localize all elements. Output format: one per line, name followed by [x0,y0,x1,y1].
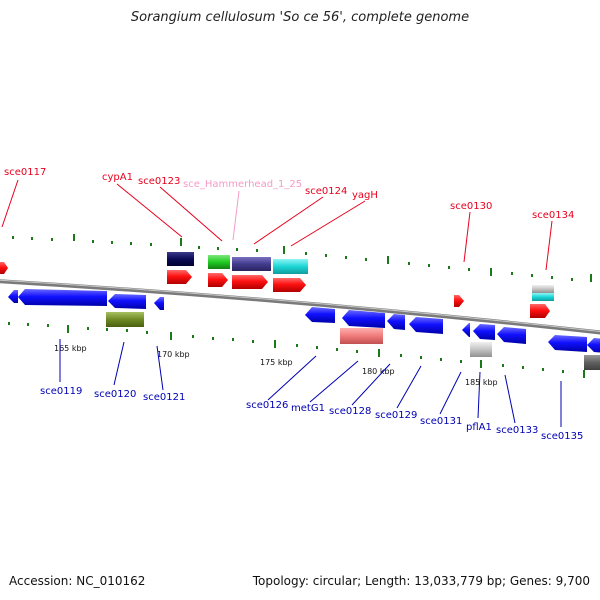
label-sce0117[interactable]: sce0117 [4,167,46,178]
feature-cypA1-cds [167,270,192,284]
ncrna-label-line [232,190,240,241]
lower-tick-row [8,322,585,378]
scale-label-175: 175 kbp [260,358,293,367]
feature-yagH [273,259,308,274]
label-sce0123[interactable]: sce0123 [138,176,180,187]
forward-label-lines [1,179,553,271]
feature-sce0130 [454,295,464,307]
reverse-label-lines [59,339,562,427]
upper-tick-row [12,234,592,282]
label-sce0131[interactable]: sce0131 [420,416,462,427]
feature-sce0133 [497,327,526,344]
feature-sce0131 [462,323,470,337]
label-sce0126[interactable]: sce0126 [246,400,288,411]
label-sce0134[interactable]: sce0134 [532,210,574,221]
feature-cypA1 [167,252,194,266]
feature-sce0128 [387,314,405,330]
feature-sce0136-rna [584,355,600,370]
topology-summary: Topology: circular; Length: 13,033,779 b… [252,574,590,588]
feature-sce0134-rna2 [532,293,554,301]
label-sce0124[interactable]: sce0124 [305,186,347,197]
label-cypA1[interactable]: cypA1 [102,172,133,183]
label-sce0121[interactable]: sce0121 [143,392,185,403]
feature-sce0121 [154,297,164,310]
map-title: Sorangium cellulosum 'So ce 56', complet… [130,10,470,25]
reverse-features [8,289,600,370]
label-sce0130[interactable]: sce0130 [450,201,492,212]
label-sce-hammerhead-1-25[interactable]: sce_Hammerhead_1_25 [183,179,302,190]
feature-sce0126 [305,307,335,323]
genome-backbone-highlight [0,279,600,332]
feature-yagH-cds [273,278,306,292]
feature-sce0120 [108,294,146,309]
feature-sce0123 [208,255,230,269]
feature-sce0118 [8,290,18,303]
feature-sce0135 [548,335,587,352]
feature-sce0128-rna [340,328,383,344]
feature-sce0129 [409,317,443,334]
label-sce0135[interactable]: sce0135 [541,431,583,442]
label-metG1[interactable]: metG1 [291,403,325,414]
scale-label-170: 170 kbp [157,350,190,359]
scale-label-165: 165 kbp [54,344,87,353]
feature-sce0124-cds [232,275,268,289]
feature-sce0124 [232,257,271,271]
label-yagH[interactable]: yagH [352,190,378,201]
feature-sce0119 [18,289,107,306]
label-sce0120[interactable]: sce0120 [94,389,136,400]
feature-sce0123-cds [208,273,228,287]
feature-pflA1 [473,324,495,340]
feature-sce0120-rna [106,312,144,327]
feature-sce0117 [0,262,8,274]
accession-text: Accession: NC_010162 [9,574,146,588]
feature-metG1 [342,310,385,328]
forward-features [0,252,554,318]
scale-label-185: 185 kbp [465,378,498,387]
label-sce0128[interactable]: sce0128 [329,406,371,417]
label-sce0129[interactable]: sce0129 [375,410,417,421]
feature-sce0136 [587,338,600,353]
genome-backbone [0,279,600,335]
label-sce0119[interactable]: sce0119 [40,386,82,397]
feature-pflA1-rna [470,342,492,357]
label-pflA1[interactable]: pflA1 [466,422,492,433]
label-sce0133[interactable]: sce0133 [496,425,538,436]
feature-sce0134-rna [532,285,554,293]
scale-label-180: 180 kbp [362,367,395,376]
feature-sce0134 [530,304,550,318]
